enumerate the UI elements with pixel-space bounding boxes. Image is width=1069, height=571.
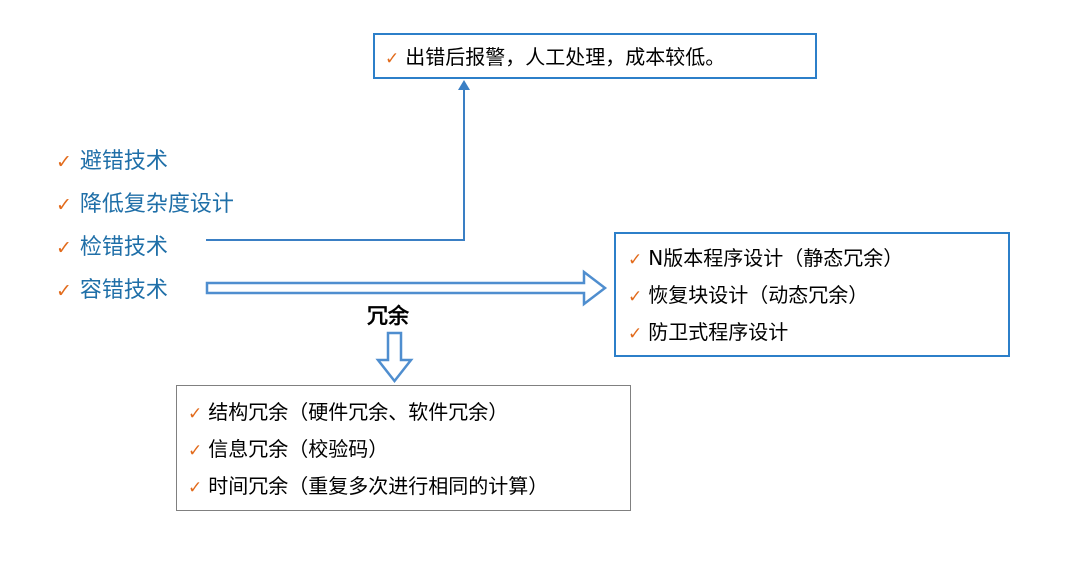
check-icon: ✓: [628, 287, 643, 307]
redundancy-arrow: [375, 331, 414, 384]
technique-item: ✓ 检错技术: [56, 226, 234, 269]
list-item: ✓防卫式程序设计: [628, 314, 1008, 351]
technique-label: 容错技术: [79, 278, 168, 303]
technique-item: ✓ 避错技术: [56, 140, 234, 183]
list-item: ✓出错后报警，人工处理，成本较低。: [385, 39, 815, 76]
tolerance-item-label: 防卫式程序设计: [648, 320, 789, 344]
check-icon: ✓: [188, 404, 203, 424]
tolerance-item-label: N版本程序设计（静态冗余）: [648, 246, 904, 270]
check-icon: ✓: [56, 194, 72, 216]
check-icon: ✓: [56, 280, 72, 302]
redundancy-label: 冗余: [367, 304, 409, 328]
detection-arrow-line: [206, 88, 465, 241]
detection-arrow-head: [458, 80, 470, 90]
check-icon: ✓: [188, 441, 203, 461]
technique-list: ✓ 避错技术 ✓ 降低复杂度设计 ✓ 检错技术 ✓ 容错技术: [56, 140, 234, 312]
tolerance-arrow: [205, 269, 608, 307]
detection-text: 出错后报警，人工处理，成本较低。: [405, 45, 726, 69]
check-icon: ✓: [628, 250, 643, 270]
technique-label: 降低复杂度设计: [79, 192, 234, 217]
list-item: ✓结构冗余（硬件冗余、软件冗余）: [188, 394, 630, 431]
check-icon: ✓: [56, 237, 72, 259]
technique-label: 检错技术: [79, 235, 168, 260]
detection-box: ✓出错后报警，人工处理，成本较低。: [373, 33, 817, 79]
list-item: ✓恢复块设计（动态冗余）: [628, 277, 1008, 314]
check-icon: ✓: [56, 151, 72, 173]
list-item: ✓信息冗余（校验码）: [188, 431, 630, 468]
redundancy-item-label: 信息冗余（校验码）: [208, 437, 389, 461]
redundancy-item-label: 时间冗余（重复多次进行相同的计算）: [208, 474, 549, 498]
technique-item: ✓ 降低复杂度设计: [56, 183, 234, 226]
list-item: ✓N版本程序设计（静态冗余）: [628, 240, 1008, 277]
check-icon: ✓: [628, 324, 643, 344]
redundancy-item-label: 结构冗余（硬件冗余、软件冗余）: [208, 400, 509, 424]
check-icon: ✓: [385, 49, 400, 69]
tolerance-box: ✓N版本程序设计（静态冗余） ✓恢复块设计（动态冗余） ✓防卫式程序设计: [614, 232, 1010, 357]
check-icon: ✓: [188, 478, 203, 498]
redundancy-box: ✓结构冗余（硬件冗余、软件冗余） ✓信息冗余（校验码） ✓时间冗余（重复多次进行…: [176, 385, 631, 511]
tolerance-item-label: 恢复块设计（动态冗余）: [648, 283, 869, 307]
technique-label: 避错技术: [79, 149, 168, 174]
technique-item: ✓ 容错技术: [56, 269, 234, 312]
list-item: ✓时间冗余（重复多次进行相同的计算）: [188, 468, 630, 505]
